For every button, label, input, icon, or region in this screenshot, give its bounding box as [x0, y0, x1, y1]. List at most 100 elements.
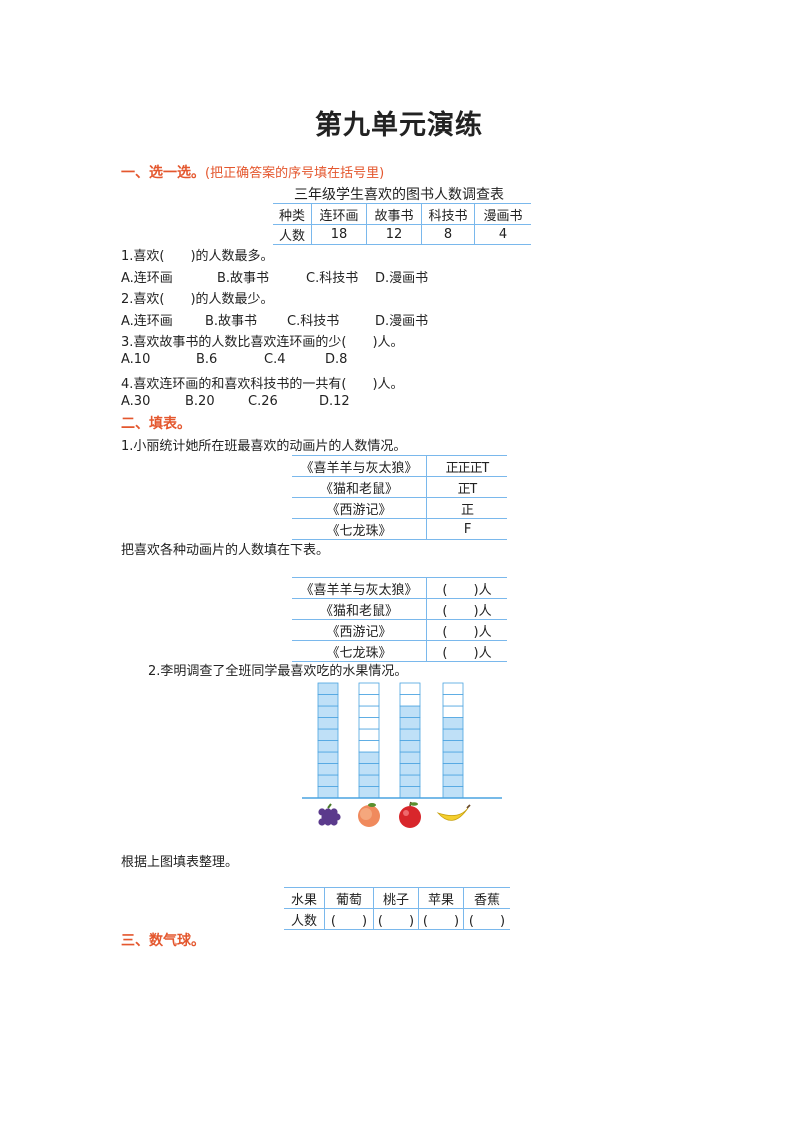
fruit-count-blank[interactable]: ( )	[463, 908, 510, 930]
option-2b: B.故事书	[205, 314, 258, 329]
fruit-count-blank[interactable]: ( )	[324, 908, 374, 930]
bar-cell-empty	[358, 682, 380, 695]
survey-header-row: 种类 连环画 故事书 科技书 漫画书	[273, 203, 531, 225]
bar-cell-filled	[358, 786, 380, 799]
bar-cell-filled	[442, 751, 464, 764]
bar-cell-filled	[399, 786, 421, 799]
cartoon-fill-table: 《喜羊羊与灰太狼》 ( )人 《猫和老鼠》 ( )人 《西游记》 ( )人 《七…	[292, 577, 507, 662]
bar-cell-filled	[358, 774, 380, 787]
section1-heading-text: 一、选一选。	[121, 165, 205, 181]
bar-cell-filled	[317, 763, 339, 776]
fill-blank[interactable]: ( )人	[426, 577, 507, 599]
tally-table: 《喜羊羊与灰太狼》 正正正T 《猫和老鼠》 正T 《西游记》 正 《七龙珠》 F	[292, 455, 507, 540]
bar-cell-filled	[442, 786, 464, 799]
bar-cell-empty	[442, 705, 464, 718]
question-3: 3.喜欢故事书的人数比喜欢连环画的少( )人。	[121, 335, 404, 350]
fruit-count-blank[interactable]: ( )	[418, 908, 464, 930]
tally-cartoon-name: 《猫和老鼠》	[292, 476, 427, 498]
option-2a: A.连环画	[121, 314, 173, 329]
fruit-count-blank[interactable]: ( )	[373, 908, 419, 930]
survey-header-cell: 故事书	[366, 203, 422, 225]
option-3d: D.8	[325, 352, 348, 367]
fill-row: 《七龙珠》 ( )人	[292, 640, 507, 662]
bar-cell-empty	[358, 717, 380, 730]
chart-instruction: 根据上图填表整理。	[121, 855, 239, 870]
fruit-header-cell: 苹果	[418, 887, 464, 909]
page-title: 第九单元演练	[315, 110, 483, 141]
fill-row: 《猫和老鼠》 ( )人	[292, 598, 507, 620]
tally-marks: 正T	[426, 476, 507, 498]
question-4: 4.喜欢连环画的和喜欢科技书的一共有( )人。	[121, 377, 404, 392]
fruit-count-label: 人数	[284, 908, 325, 930]
bar-cell-empty	[442, 694, 464, 707]
apple-icon	[399, 801, 421, 828]
survey-table: 种类 连环画 故事书 科技书 漫画书 人数 18 12 8 4	[273, 203, 531, 245]
option-1a: A.连环画	[121, 271, 173, 286]
fill-cartoon-name: 《喜羊羊与灰太狼》	[292, 577, 427, 599]
bar-cell-filled	[399, 717, 421, 730]
bar-cell-filled	[317, 682, 339, 695]
fill-row: 《喜羊羊与灰太狼》 ( )人	[292, 577, 507, 599]
survey-data-cell: 8	[421, 224, 475, 245]
bar-cell-filled	[442, 774, 464, 787]
option-4c: C.26	[248, 394, 278, 409]
bar-cell-empty	[399, 694, 421, 707]
survey-data-cell: 18	[311, 224, 367, 245]
fruit-header-row: 水果 葡萄 桃子 苹果 香蕉	[284, 887, 510, 909]
option-2c: C.科技书	[287, 314, 340, 329]
question-2-1: 1.小丽统计她所在班最喜欢的动画片的人数情况。	[121, 439, 407, 454]
fruit-block-chart	[302, 682, 502, 828]
bar-cell-filled	[317, 774, 339, 787]
option-4b: B.20	[185, 394, 215, 409]
survey-data-cell: 4	[474, 224, 531, 245]
tally-marks: F	[426, 518, 507, 540]
bar-column-桃子	[358, 682, 380, 799]
bar-cell-filled	[317, 751, 339, 764]
bar-cell-filled	[399, 705, 421, 718]
bar-cell-filled	[317, 728, 339, 741]
tally-row: 《喜羊羊与灰太狼》 正正正T	[292, 455, 507, 477]
survey-data-cell: 12	[366, 224, 422, 245]
question-1: 1.喜欢( )的人数最多。	[121, 249, 274, 264]
tally-row: 《猫和老鼠》 正T	[292, 476, 507, 498]
bar-cell-filled	[399, 763, 421, 776]
fill-blank[interactable]: ( )人	[426, 598, 507, 620]
tally-cartoon-name: 《喜羊羊与灰太狼》	[292, 455, 427, 477]
bar-cell-filled	[399, 740, 421, 753]
question-2-2: 2.李明调查了全班同学最喜欢吃的水果情况。	[148, 664, 408, 679]
peach-icon	[358, 803, 380, 827]
fruit-header-cell: 水果	[284, 887, 325, 909]
grapes-icon	[318, 803, 341, 826]
option-4d: D.12	[319, 394, 350, 409]
bar-cell-filled	[358, 751, 380, 764]
bar-column-苹果	[399, 682, 421, 799]
option-1d: D.漫画书	[375, 271, 429, 286]
bar-cell-filled	[399, 751, 421, 764]
tally-marks: 正	[426, 497, 507, 519]
bar-cell-empty	[442, 682, 464, 695]
bar-cell-filled	[317, 740, 339, 753]
option-4a: A.30	[121, 394, 151, 409]
fruit-header-cell: 香蕉	[463, 887, 510, 909]
section3-heading: 三、数气球。	[121, 933, 205, 949]
bar-cell-filled	[399, 774, 421, 787]
survey-header-cell: 连环画	[311, 203, 367, 225]
bar-cell-filled	[317, 717, 339, 730]
bar-cell-empty	[358, 728, 380, 741]
bar-cell-empty	[399, 682, 421, 695]
survey-header-cell: 科技书	[421, 203, 475, 225]
fill-blank[interactable]: ( )人	[426, 640, 507, 662]
tally-row: 《西游记》 正	[292, 497, 507, 519]
bar-cell-filled	[442, 728, 464, 741]
survey-data-row: 人数 18 12 8 4	[273, 224, 531, 245]
tally-cartoon-name: 《西游记》	[292, 497, 427, 519]
bar-cell-filled	[358, 763, 380, 776]
fill-blank[interactable]: ( )人	[426, 619, 507, 641]
fruit-header-cell: 葡萄	[324, 887, 374, 909]
tally-row: 《七龙珠》 F	[292, 518, 507, 540]
fill-instruction: 把喜欢各种动画片的人数填在下表。	[121, 543, 330, 558]
option-3c: C.4	[264, 352, 286, 367]
fill-row: 《西游记》 ( )人	[292, 619, 507, 641]
survey-header-cell: 种类	[273, 203, 312, 225]
section2-heading: 二、填表。	[121, 416, 191, 432]
